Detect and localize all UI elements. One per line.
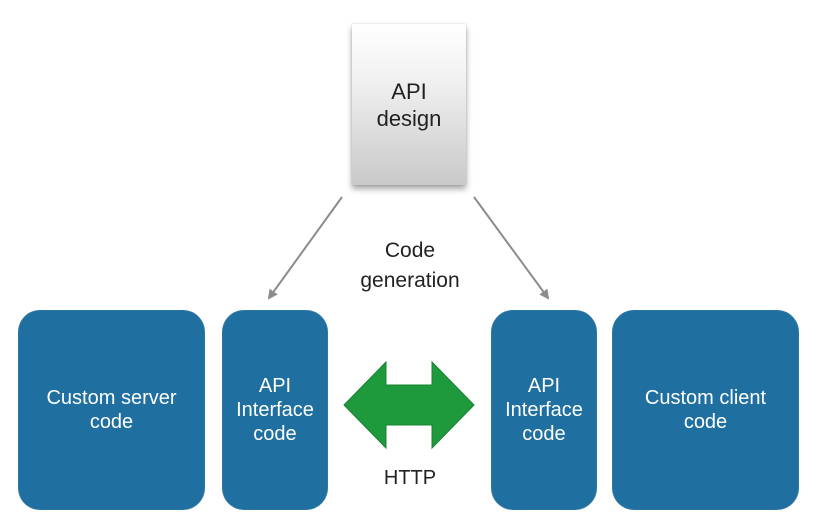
client-api-interface-block: API Interface code bbox=[491, 310, 597, 510]
right-generation-arrow-icon bbox=[473, 196, 550, 300]
custom-server-code-block: Custom server code bbox=[18, 310, 205, 510]
left-generation-arrow-icon bbox=[267, 196, 343, 300]
client-api-interface-label: API Interface code bbox=[505, 375, 583, 445]
custom-client-code-block: Custom client code bbox=[612, 310, 799, 510]
api-design-box: API design bbox=[352, 24, 466, 185]
http-double-arrow-icon bbox=[343, 360, 475, 450]
code-generation-label: Code generation bbox=[360, 239, 460, 292]
api-design-label: API design bbox=[376, 78, 442, 131]
http-label: HTTP bbox=[383, 467, 437, 489]
server-api-interface-label: API Interface code bbox=[236, 375, 314, 445]
server-api-interface-block: API Interface code bbox=[222, 310, 328, 510]
custom-client-code-label: Custom client code bbox=[644, 387, 767, 433]
custom-server-code-label: Custom server code bbox=[46, 387, 177, 433]
